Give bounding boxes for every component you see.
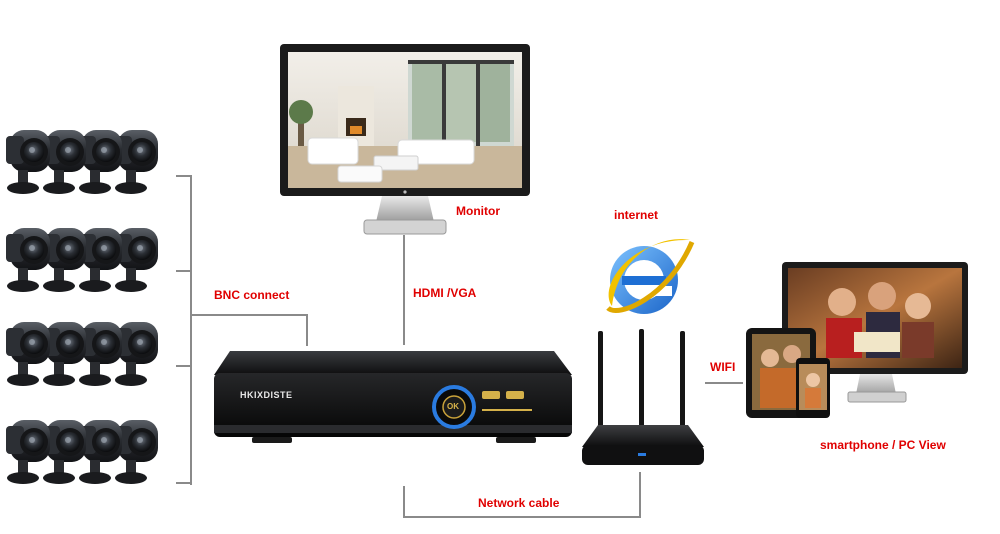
wifi-wire	[705, 382, 743, 384]
smartphone-pc-view-label: smartphone / PC View	[820, 438, 946, 452]
camera	[6, 130, 50, 194]
dvr-ok-button[interactable]: OK	[447, 402, 459, 411]
dvr-brand-label: HKIXDISTE	[240, 390, 293, 400]
network-cable-bottom	[403, 516, 641, 518]
camera	[6, 228, 50, 292]
network-cable-right	[639, 472, 641, 518]
monitor-label: Monitor	[456, 204, 500, 218]
wifi-label: WIFI	[710, 360, 735, 374]
dvr-recorder	[212, 345, 574, 455]
internet-label: internet	[614, 208, 658, 222]
internet-explorer-icon	[598, 228, 698, 328]
camera	[6, 420, 50, 484]
bnc-to-dvr-wire-v	[306, 314, 308, 346]
pc-and-mobile-devices	[742, 262, 972, 422]
camera	[6, 322, 50, 386]
network-cable-label: Network cable	[478, 496, 559, 510]
camera-bank	[0, 0, 200, 534]
hdmi-vga-label: HDMI /VGA	[413, 286, 476, 300]
bnc-to-dvr-wire-h	[190, 314, 308, 316]
hdmi-wire	[403, 235, 405, 345]
monitor-stand	[376, 196, 434, 222]
bnc-connect-label: BNC connect	[214, 288, 289, 302]
network-cable-left	[403, 486, 405, 518]
wifi-router	[578, 325, 708, 475]
